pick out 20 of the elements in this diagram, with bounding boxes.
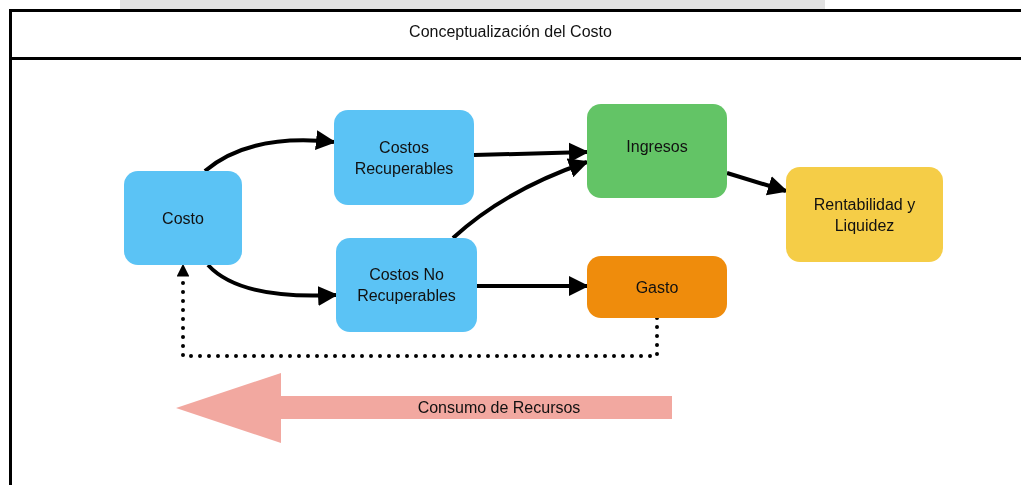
arrow <box>203 130 336 173</box>
process-box <box>336 238 477 332</box>
arrow <box>726 171 788 196</box>
process-box <box>124 171 242 265</box>
arrow <box>451 158 589 240</box>
diagram-title: Conceptualización del Costo <box>408 22 613 42</box>
process-box <box>334 110 474 205</box>
node-label: Rentabilidad y Liquidez <box>812 194 917 236</box>
node-label: Gasto <box>635 277 679 298</box>
node-label: Costos Recuperables <box>353 137 455 179</box>
node-label: Ingresos <box>626 137 688 157</box>
process-box <box>786 167 943 262</box>
dotted-arrow <box>176 263 659 358</box>
node-label: Costos No Recuperables <box>356 265 457 306</box>
node-label: Costo <box>162 208 204 229</box>
process-box <box>587 256 727 318</box>
process-box <box>587 104 727 198</box>
arrow <box>206 263 338 306</box>
arrow <box>477 276 589 296</box>
arrow-label: Consumo de Recursos <box>416 398 582 418</box>
